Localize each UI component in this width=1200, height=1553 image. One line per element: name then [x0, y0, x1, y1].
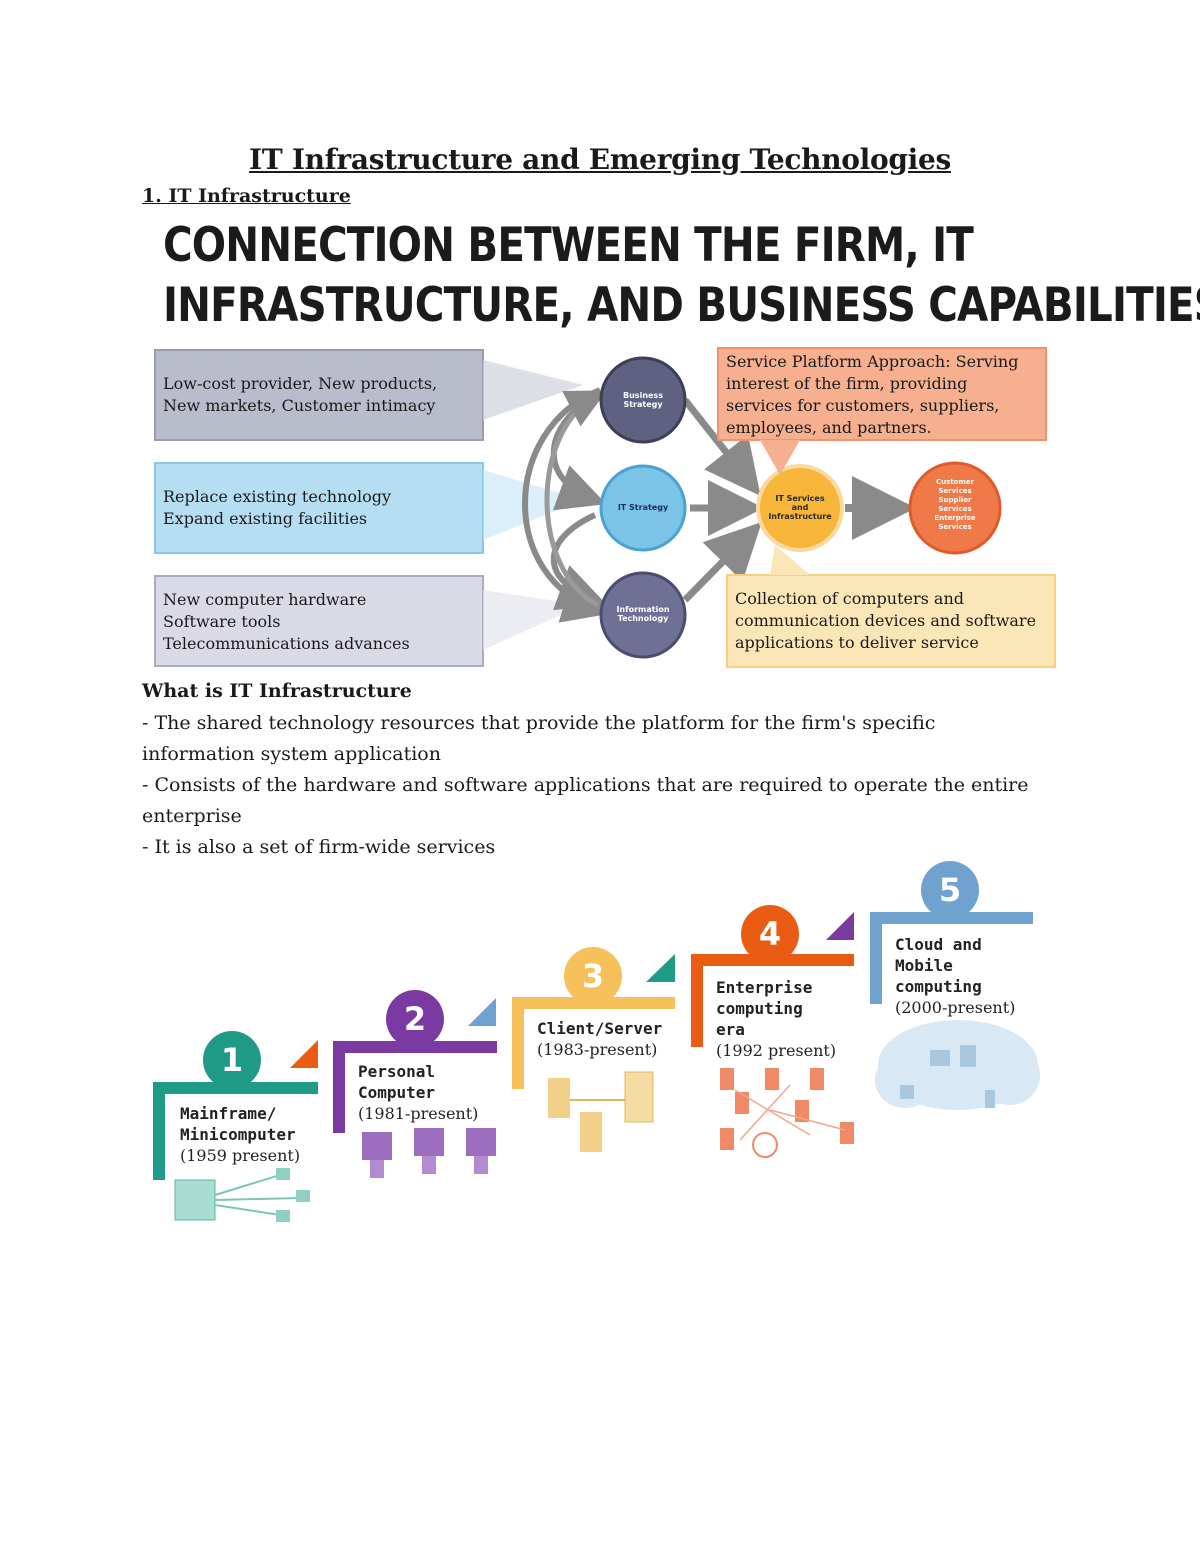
section-heading: 1. IT Infrastructure — [142, 185, 351, 207]
box-business-goals — [154, 349, 484, 441]
figure1-diagram — [154, 347, 1056, 668]
what-is-heading: What is IT Infrastructure — [142, 680, 412, 702]
information-technology-circle — [599, 571, 687, 659]
era-2-label: Personal Computer (1981-present) — [358, 1062, 479, 1123]
left-box-3-text: New computer hardware Software tools Tel… — [163, 590, 410, 653]
right-box-2-text: Collection of computers and communicatio… — [735, 589, 1037, 652]
left-box-2-text: Replace existing technology Expand exist… — [163, 487, 392, 528]
information-technology-label: Information Technology — [616, 605, 670, 623]
era-1-label: Mainframe/ Minicomputer (1959 present) — [180, 1104, 301, 1165]
bullet-2: - Consists of the hardware and software … — [142, 774, 1029, 827]
era-1-number: 1 — [203, 1031, 261, 1089]
figure-title-line-1: CONNECTION BETWEEN THE FIRM, IT — [163, 218, 974, 273]
era-4-label: Enterprise computing era (1992 present) — [716, 978, 837, 1060]
bullet-1: - The shared technology resources that p… — [142, 712, 936, 765]
it-strategy-circle — [599, 464, 687, 552]
box-technology-plans — [154, 462, 484, 554]
era-5-number: 5 — [921, 861, 979, 919]
era-4-number: 4 — [741, 905, 799, 963]
box-collection-of-computers — [726, 574, 1056, 668]
box-hardware-software — [154, 575, 484, 667]
cloud-illustration — [875, 1020, 1040, 1110]
it-services-label: IT Services and Infrastructure — [768, 494, 832, 521]
right-box-1-text: Service Platform Approach: Serving inter… — [726, 352, 1019, 437]
figure-title-line-2: INFRASTRUCTURE, AND BUSINESS CAPABILITIE… — [163, 278, 1200, 333]
era-3-number: 3 — [564, 947, 622, 1005]
mainframe-illustration — [174, 1168, 310, 1222]
box-service-platform — [717, 347, 1047, 441]
era-5-label: Cloud and Mobile computing (2000-present… — [895, 935, 1016, 1017]
left-box-1-text: Low-cost provider, New products, New mar… — [163, 374, 438, 415]
enterprise-illustration — [720, 1068, 854, 1158]
client-server-illustration — [548, 1071, 654, 1152]
customer-services-label: Customer Services Supplier Services Ente… — [934, 478, 976, 531]
pc-illustration — [362, 1128, 496, 1178]
business-strategy-circle — [599, 356, 687, 444]
customer-services-circle — [908, 461, 1002, 555]
era-2-number: 2 — [386, 990, 444, 1048]
bullet-3: - It is also a set of firm-wide services — [142, 836, 496, 858]
era-3-label: Client/Server (1983-present) — [537, 1019, 663, 1059]
what-is-bullets: - The shared technology resources that p… — [142, 708, 1042, 863]
it-services-circle — [756, 464, 844, 552]
it-strategy-label: IT Strategy — [617, 503, 669, 512]
business-strategy-label: Business Strategy — [623, 391, 663, 409]
document-title: IT Infrastructure and Emerging Technolog… — [249, 143, 951, 176]
